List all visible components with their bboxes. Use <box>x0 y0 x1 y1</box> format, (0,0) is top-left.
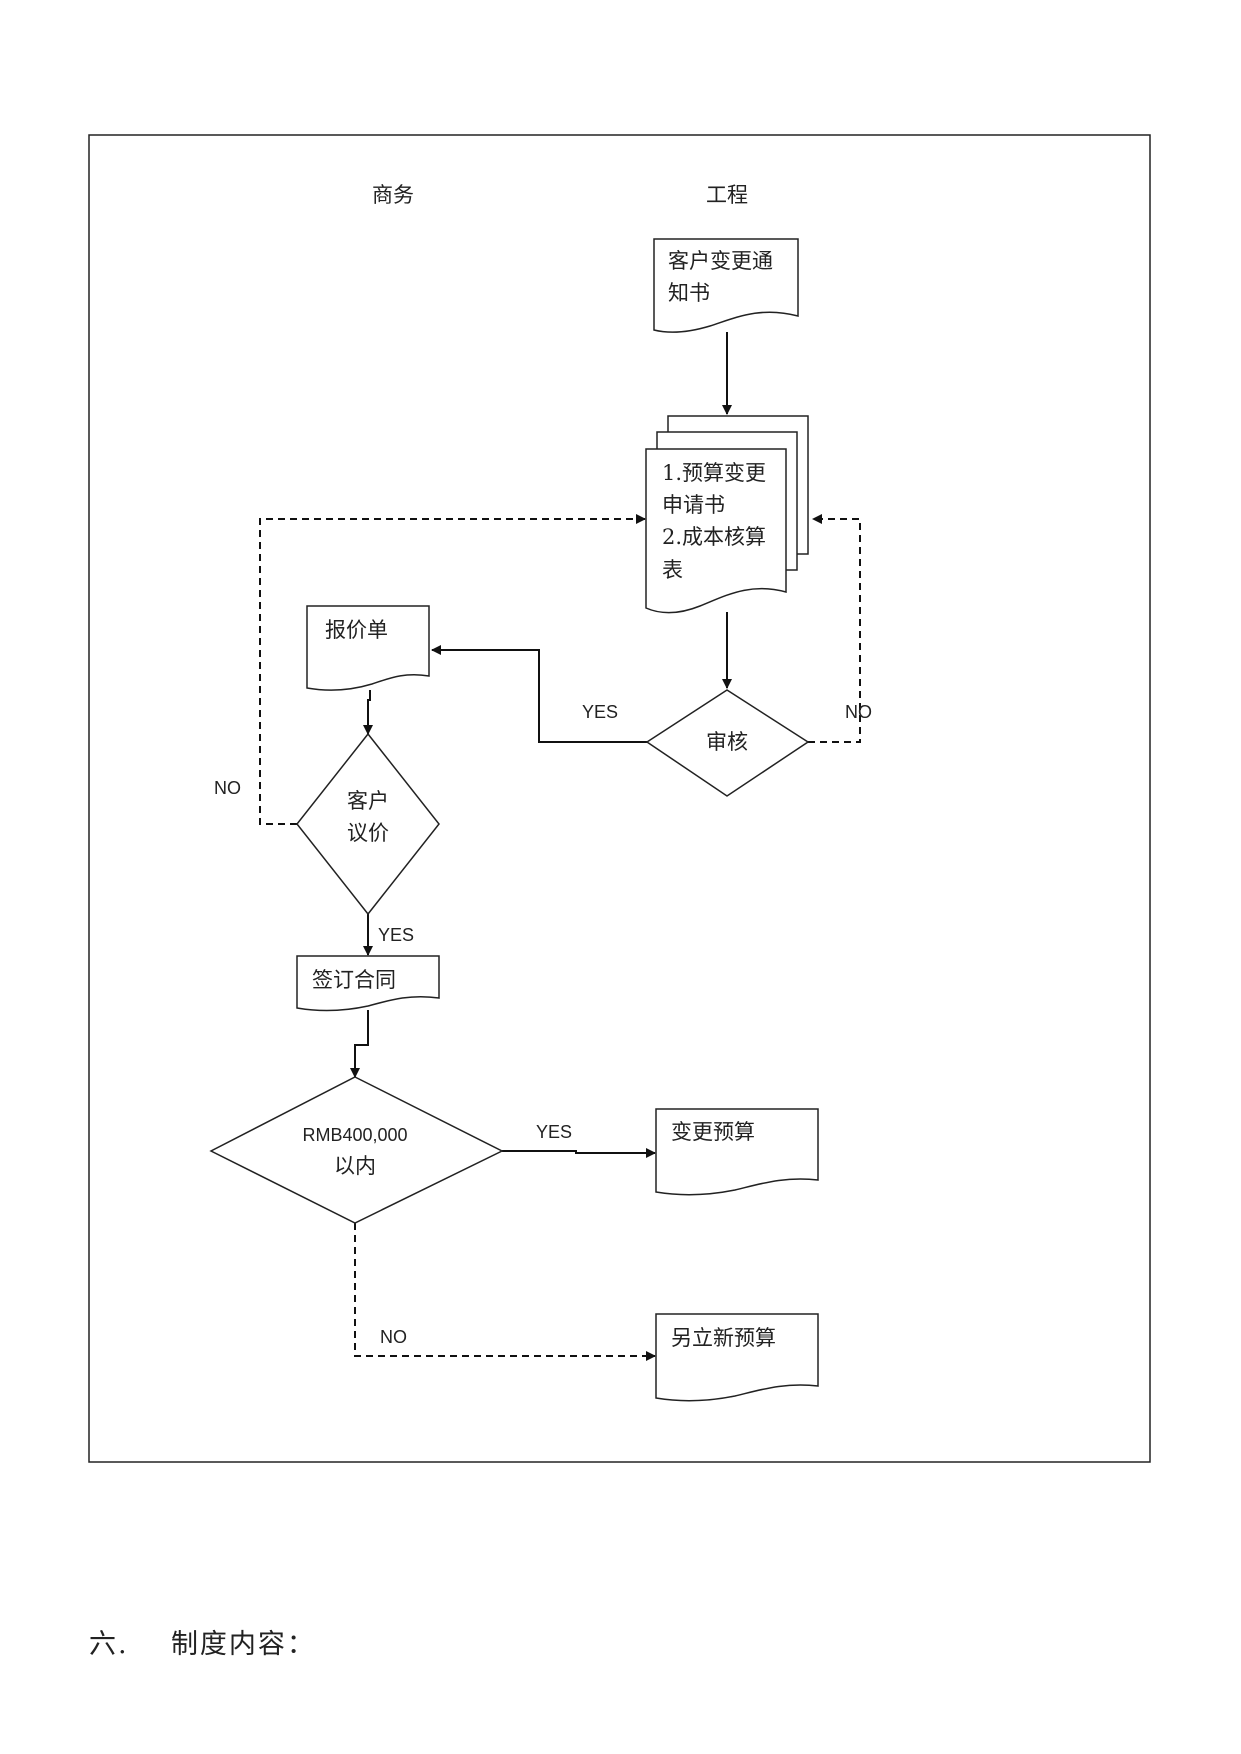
section-number: 六. <box>89 1629 129 1660</box>
label-threshold-no: NO <box>380 1327 407 1347</box>
quotation-label: 报价单 <box>325 618 388 642</box>
budget-docs-line2: 申请书 <box>662 493 725 517</box>
change-notice-line2: 知书 <box>668 281 710 305</box>
edge-negotiation-no-to-docs <box>259 514 646 825</box>
doc-budget-application <box>645 448 787 614</box>
label-negotiation-no: NO <box>214 778 241 798</box>
contract-label: 签订合同 <box>312 968 396 992</box>
edge-review-no-to-docs <box>808 514 861 743</box>
section-title: 制度内容： <box>170 1629 316 1660</box>
lane-label-engineering: 工程 <box>706 183 748 207</box>
change-notice-line1: 客户变更通 <box>668 249 773 273</box>
doc-contract <box>296 955 440 1012</box>
budget-docs-line1: 1.预算变更 <box>662 461 766 485</box>
new-budget-label: 另立新预算 <box>671 1326 776 1350</box>
budget-docs-line4: 表 <box>662 558 683 582</box>
doc-new-budget <box>655 1313 819 1402</box>
lane-label-business: 商务 <box>372 183 414 207</box>
decision-review <box>645 689 810 797</box>
negotiation-line2: 议价 <box>347 821 389 845</box>
label-review-no: NO <box>845 702 872 722</box>
review-label: 审核 <box>706 730 748 754</box>
edge-review-yes-to-quotation <box>431 645 647 743</box>
budget-change-label: 变更预算 <box>671 1120 755 1144</box>
doc-change-notice <box>653 238 799 333</box>
doc-quotation <box>306 605 430 691</box>
label-threshold-yes: YES <box>536 1122 572 1142</box>
threshold-line1: RMB400,000 <box>302 1125 407 1145</box>
edge-threshold-no-to-new <box>354 1223 656 1361</box>
decision-threshold <box>209 1076 504 1224</box>
diagram-frame <box>88 134 1151 1463</box>
section-heading: 六. 制度内容： <box>89 1622 316 1661</box>
decision-negotiation <box>296 732 440 916</box>
budget-docs-line3: 2.成本核算 <box>662 525 766 549</box>
label-negotiation-yes: YES <box>378 925 414 945</box>
edge-contract-to-threshold <box>350 1010 369 1078</box>
threshold-line2: 以内 <box>334 1154 376 1178</box>
edge-threshold-yes-to-change <box>502 1148 656 1158</box>
edge-quotation-to-negotiation <box>363 690 373 735</box>
label-review-yes: YES <box>582 702 618 722</box>
negotiation-line1: 客户 <box>347 789 389 813</box>
doc-budget-change <box>655 1108 819 1196</box>
